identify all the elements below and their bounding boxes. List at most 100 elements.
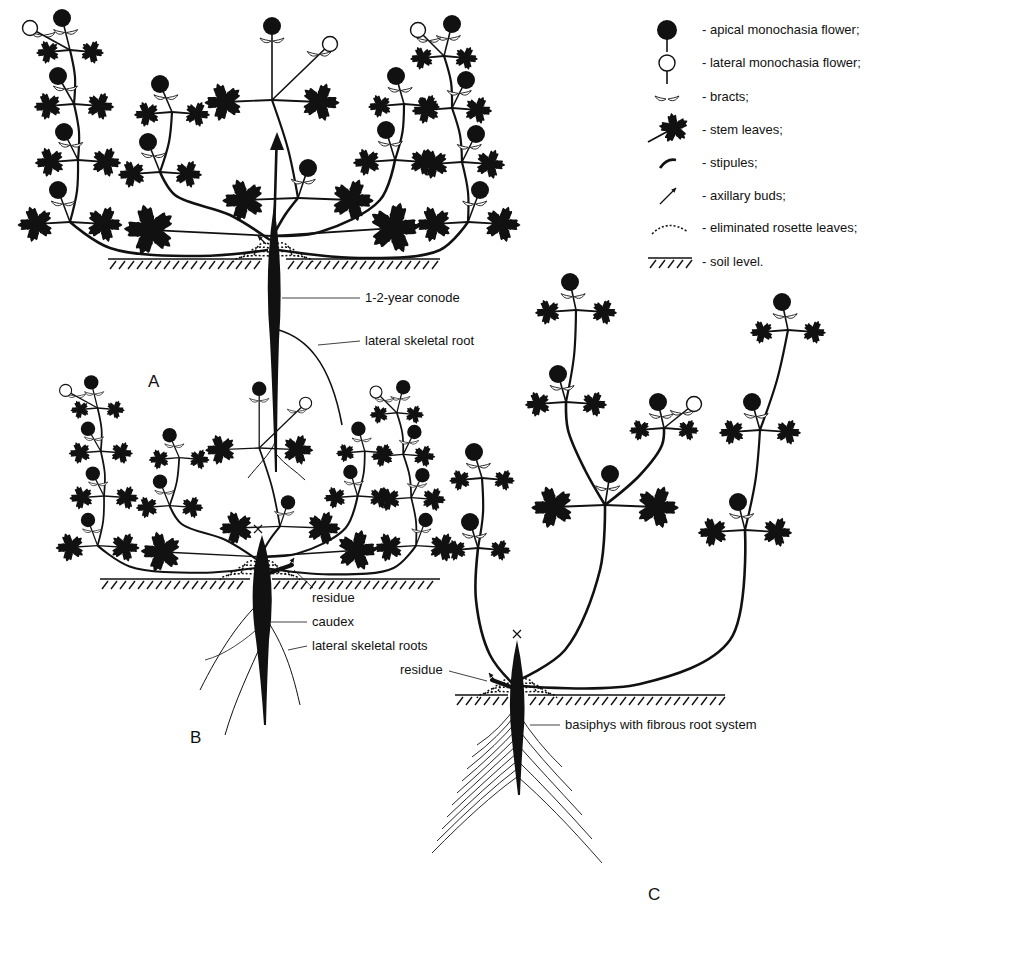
stem-leaf [190, 450, 209, 470]
leaf-petiole [605, 505, 650, 507]
legend-apical-flower [657, 20, 677, 40]
stem-leaf [477, 150, 505, 179]
bract [291, 179, 302, 184]
stem-leaf [186, 102, 210, 127]
stem-leaf [116, 486, 139, 509]
bract [757, 413, 768, 418]
stem-leaf [222, 180, 262, 221]
soil-hatch [315, 261, 321, 269]
soil-hatch [228, 581, 234, 589]
bract [59, 142, 70, 147]
soil-hatch [668, 260, 674, 268]
soil-hatch [611, 697, 617, 705]
bract [401, 396, 410, 400]
axillary-bud [671, 188, 676, 193]
plant-b [56, 375, 458, 735]
soil-hatch [119, 261, 125, 269]
soil-hatch [423, 261, 429, 269]
leaf-petiole [766, 330, 788, 332]
shoot-stem [411, 498, 416, 546]
fibrous-root [462, 729, 517, 781]
bract [786, 314, 797, 319]
stem-leaf [82, 41, 104, 64]
soil-hatch [182, 261, 188, 269]
soil-hatch [346, 581, 352, 589]
bract [260, 398, 269, 402]
soil-hatch [218, 261, 224, 269]
conode-taproot [268, 205, 281, 472]
soil-hatch [674, 697, 680, 705]
shoot-stem [452, 108, 462, 162]
soil-hatch [432, 261, 438, 269]
soil-hatch [351, 261, 357, 269]
soil-hatch [378, 261, 384, 269]
soil-hatch [584, 697, 590, 705]
soil-hatch [719, 697, 725, 705]
soil-level [108, 258, 262, 260]
lateral-skeletal-root [264, 615, 300, 705]
soil-hatch [292, 581, 298, 589]
stem-leaf [334, 180, 374, 221]
soil-level [648, 257, 692, 259]
axillary-bud [660, 188, 676, 204]
shoot-stem [522, 530, 745, 688]
bract [422, 529, 431, 533]
part-label: caudex [312, 614, 354, 630]
leaf-petiole [560, 505, 605, 507]
shoot-stem [74, 104, 79, 160]
shoot-stem [462, 162, 468, 222]
bract [378, 141, 389, 146]
legend-text: - bracts; [702, 89, 749, 105]
stem-leaf [18, 207, 52, 242]
stem-leaf [371, 446, 392, 467]
lateral-flower [370, 386, 382, 398]
stem-leaf [535, 300, 559, 325]
shoot-stem [276, 160, 395, 236]
stem-leaf [719, 420, 743, 445]
legend-text: - axillary buds; [702, 188, 786, 204]
bract [304, 179, 315, 184]
stem-leaf [525, 392, 549, 417]
shoot-stem [519, 505, 605, 680]
stem-leaf [88, 207, 122, 242]
soil-hatch [396, 261, 402, 269]
soil-hatch [200, 261, 206, 269]
bract [285, 511, 294, 515]
bract [260, 38, 271, 43]
fibrous-root [442, 761, 517, 829]
stem-leaf [531, 487, 571, 528]
leaf-petiole [226, 448, 259, 449]
bract [273, 38, 284, 43]
soil-hatch [360, 261, 366, 269]
lateral-flower [60, 384, 72, 396]
leaf-petiole [280, 526, 318, 527]
soil-hatch [400, 581, 406, 589]
soil-hatch [659, 260, 665, 268]
apical-flower [351, 422, 365, 436]
soil-hatch [183, 581, 189, 589]
soil-hatch [692, 697, 698, 705]
axillary-bud [258, 236, 263, 241]
soil-hatch [502, 697, 508, 705]
bract [662, 414, 673, 419]
soil-hatch [210, 581, 216, 589]
bract [344, 481, 353, 485]
apical-bud-arrow [270, 132, 284, 150]
apical-flower [84, 375, 98, 389]
bract [89, 482, 98, 486]
apical-flower [139, 133, 157, 151]
flower-stalk [259, 389, 260, 448]
lateral-flower [23, 21, 38, 36]
axillary-bud [258, 236, 266, 244]
flower-stalk [271, 26, 273, 100]
soil-hatch [620, 697, 626, 705]
soil-hatch [391, 581, 397, 589]
fibrous-root [457, 737, 517, 793]
legend-text: - apical monochasia flower; [702, 22, 860, 38]
leaf-petiole [552, 310, 576, 312]
terminated-apex [513, 630, 521, 638]
leader-line [294, 570, 313, 588]
bract [287, 409, 296, 413]
bract [417, 38, 428, 43]
lateral-flower [300, 397, 312, 409]
